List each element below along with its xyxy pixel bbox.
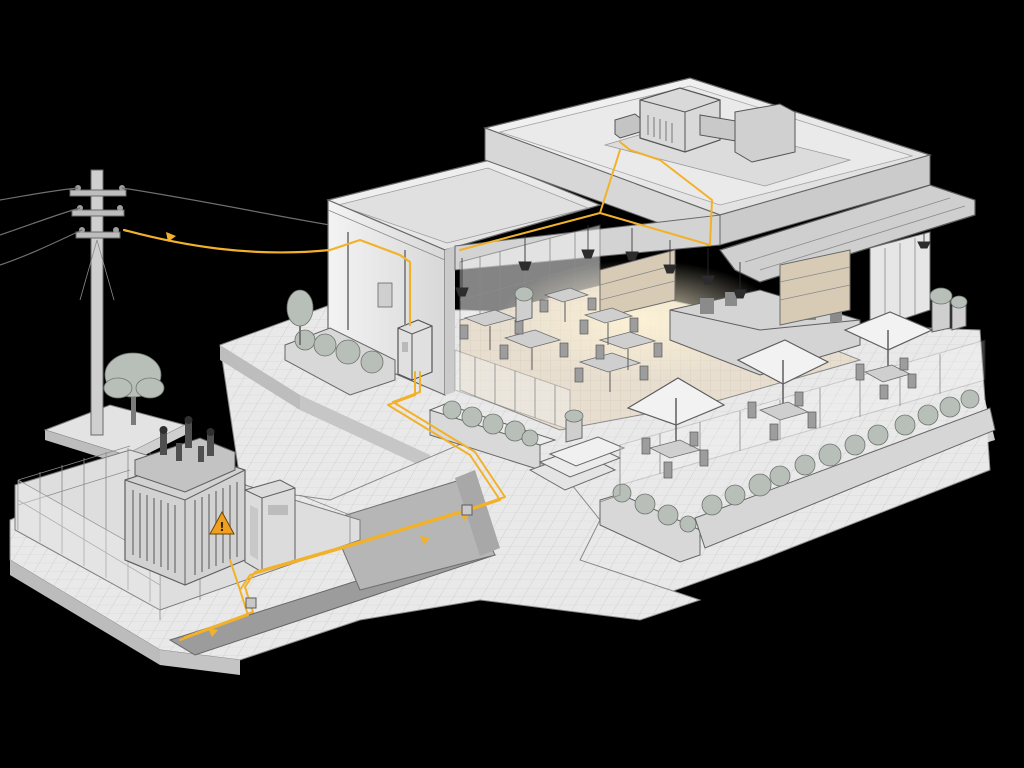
pendant-lamp-icon <box>455 225 931 299</box>
transformer-icon <box>124 416 246 586</box>
patio-tables <box>641 357 917 479</box>
utility-pole-icon <box>69 169 127 436</box>
switchgear-cabinet <box>244 479 296 573</box>
electrical-panel-icon <box>397 319 433 381</box>
cable-junctions <box>245 504 473 609</box>
warning-icon: ! <box>209 510 235 535</box>
building-upper-block <box>482 77 933 246</box>
entrance-steps <box>528 436 626 491</box>
tree <box>103 352 165 425</box>
svg-text:!: ! <box>219 520 224 534</box>
umbrella-icon <box>626 311 934 450</box>
building-conduits <box>347 232 406 330</box>
power-flow-lines <box>122 141 713 641</box>
planters <box>284 286 996 563</box>
overhead-wires <box>0 187 331 266</box>
hvac-unit-icon <box>614 87 796 163</box>
interior-tables <box>459 287 663 392</box>
